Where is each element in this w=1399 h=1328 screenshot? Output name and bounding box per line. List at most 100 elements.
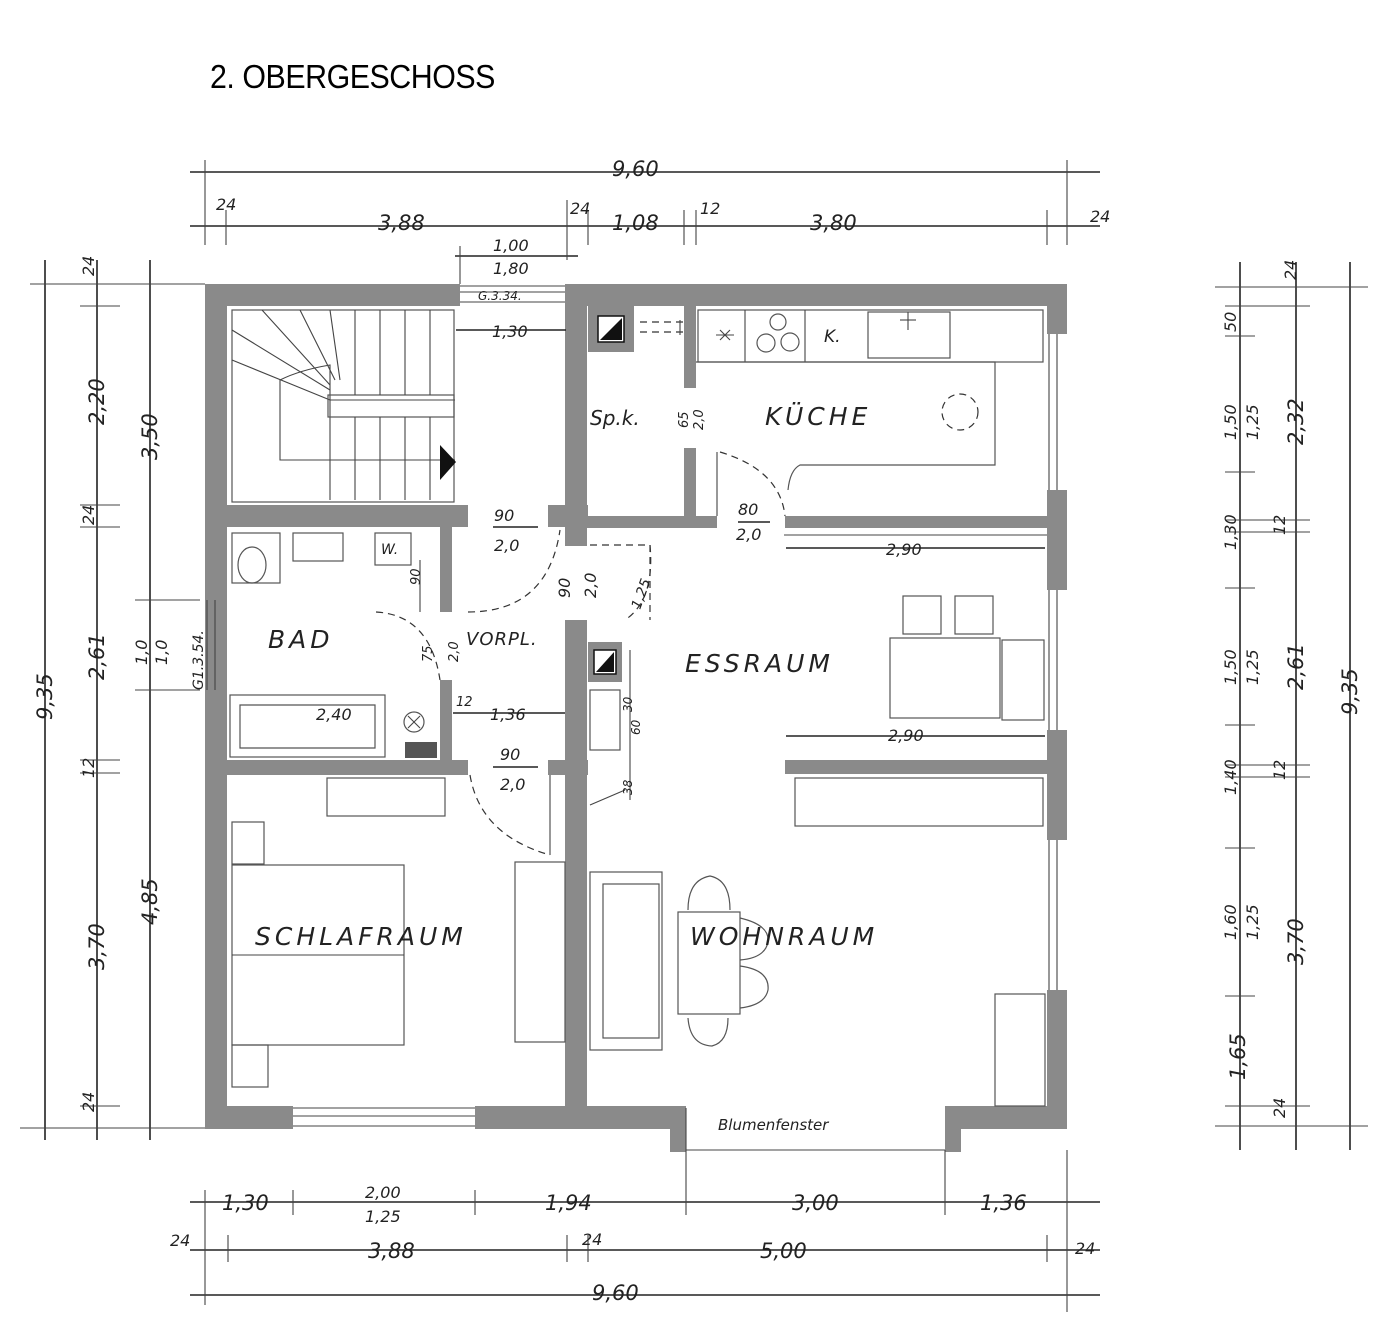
wall-vp-bed [548,760,588,775]
dim-door-spk-h: 2,0 [692,409,707,430]
dim-right-total: 9,35 [1338,668,1362,715]
dim-bottom-mid-wall: 24 [582,1230,602,1249]
dim-left-stair-h: 3,50 [138,413,162,460]
dim-top-window-note: G.3.34. [478,289,522,303]
dim-ess-width-bottom: 2,90 [888,726,924,745]
wall-top-right [565,284,1067,306]
dim-top-mid-wall: 24 [570,199,590,218]
dim-door-bed-h: 2,0 [500,775,525,794]
dim-left-total: 9,35 [33,673,57,720]
dim-door-kitchen-h: 2,0 [736,525,761,544]
dim-bottom-left-wall: 24 [170,1231,190,1250]
dim-door-kitchen-w: 80 [738,500,758,519]
dim-top-window-w: 1,00 [493,236,529,255]
dim-bottom-right-wall: 24 [1075,1239,1095,1258]
room-bad: BAD [268,625,334,654]
wall-bath-vp-2 [440,680,452,775]
dim-bottom-win-h: 1,25 [365,1207,401,1226]
room-kueche: KÜCHE [765,402,871,431]
dim-vp-width: 1,36 [490,705,526,724]
dim-left-seg3: 3,70 [85,923,109,970]
dim-door-vp-h: 2,0 [581,573,600,598]
dim-door-spk: 65 [677,411,692,428]
dim-top-spk-width: 1,08 [612,211,659,235]
dim-top-stair-width: 3,88 [378,211,425,235]
wall-bottom-1 [205,1106,293,1129]
dim-bottom-bed-width: 3,88 [368,1239,415,1263]
dim-left-win-h: 1,0 [152,640,171,665]
wall-center-bottom [565,620,587,1129]
dim-bottom-total: 9,60 [592,1281,639,1305]
wall-bottom-3 [945,1106,1067,1129]
room-essraum: ESSRAUM [685,649,834,678]
dim-bath-tub: 2,40 [316,705,352,724]
dim-left-seg1: 2,20 [85,378,109,425]
wall-kitchen-ess-2 [785,516,1047,528]
wall-top-left [205,284,460,306]
dim-left-win-note: G1.3.54. [191,630,207,690]
dim-right-seg-c: 1,40 [1221,759,1240,795]
dim-bottom-seg4: 1,36 [980,1191,1027,1215]
wall-left [205,284,227,1129]
bath-w-label: W. [381,542,398,558]
wall-right-3 [1047,730,1067,840]
dim-right-seg-b: 1,30 [1221,514,1240,550]
dim-right-bottom-wall: 24 [1270,1098,1289,1118]
dim-bottom-seg3: 3,00 [792,1191,839,1215]
dim-bottom-living-width: 5,00 [760,1239,807,1263]
dim-bottom-seg1: 1,30 [222,1191,269,1215]
wall-center-top [565,284,587,546]
dim-right-ess-h: 2,61 [1284,643,1308,690]
room-blumenfenster: Blumenfenster [718,1116,829,1134]
dim-right-win3-h: 1,25 [1243,904,1262,940]
dim-top-kitchen-width: 3,80 [810,211,857,235]
furniture [229,309,1047,1107]
dim-chimney-a: 30 [621,696,635,712]
dim-right-top-wall: 24 [1281,260,1300,280]
dim-bath-niche: 90 [409,568,424,585]
dim-left-top-wall: 24 [79,256,98,276]
dim-left-wall2: 24 [79,505,98,525]
dim-door-vp-w: 90 [555,578,574,598]
plan-title: 2. OBERGESCHOSS [210,58,495,95]
dimension-lines [20,160,1368,1312]
dim-top-left-wall: 24 [216,195,236,214]
wall-stair-bath-2 [548,505,588,527]
dim-right-wall-b: 12 [1270,515,1289,535]
wall-bath-bed [205,760,468,775]
dim-right-win3-w: 1,60 [1221,904,1240,940]
wall-right-1 [1047,284,1067,334]
dim-vp-wall: 12 [456,695,473,710]
room-schlafraum: SCHLAFRAUM [255,922,467,951]
dim-right-seg-a: 50 [1221,312,1240,332]
dim-left-win-w: 1,0 [132,640,151,665]
dim-right-wall-c: 12 [1270,760,1289,780]
walls [205,284,1067,1152]
wall-bath-vp-1 [440,527,452,612]
dim-right-wohn-h: 3,70 [1284,918,1308,965]
dim-corridor: 1,30 [492,322,528,341]
staircase [231,309,456,503]
wall-flower-right [945,1106,961,1152]
dim-right-win1-h: 1,25 [1243,404,1262,440]
dim-left-wall3: 12 [79,758,98,778]
dim-left-bed-h: 4,85 [138,878,162,925]
dim-top-right-wall: 24 [1090,207,1110,226]
kitchen-k-label: K. [824,327,841,347]
dim-left-seg2: 2,61 [85,633,109,680]
windows [206,285,1058,1151]
wall-kitchen-ess-1 [587,516,717,528]
wall-spk-kitchen-2 [684,448,696,526]
room-vorplatz: VORPL. [466,629,538,650]
dim-bottom-win-w: 2,00 [365,1183,401,1202]
dim-bath-door-w: 75 [421,645,436,662]
dim-bath-door-h: 2,0 [447,641,462,662]
dim-chimney-b: 60 [629,719,643,735]
dim-ess-width-top: 2,90 [886,540,922,559]
chimney-symbols [593,315,625,675]
dim-chimney-c: 38 [621,779,635,795]
dim-top-partition: 12 [700,199,720,218]
dim-right-seg-d: 1,65 [1226,1033,1250,1080]
wall-right-4 [1047,990,1067,1129]
